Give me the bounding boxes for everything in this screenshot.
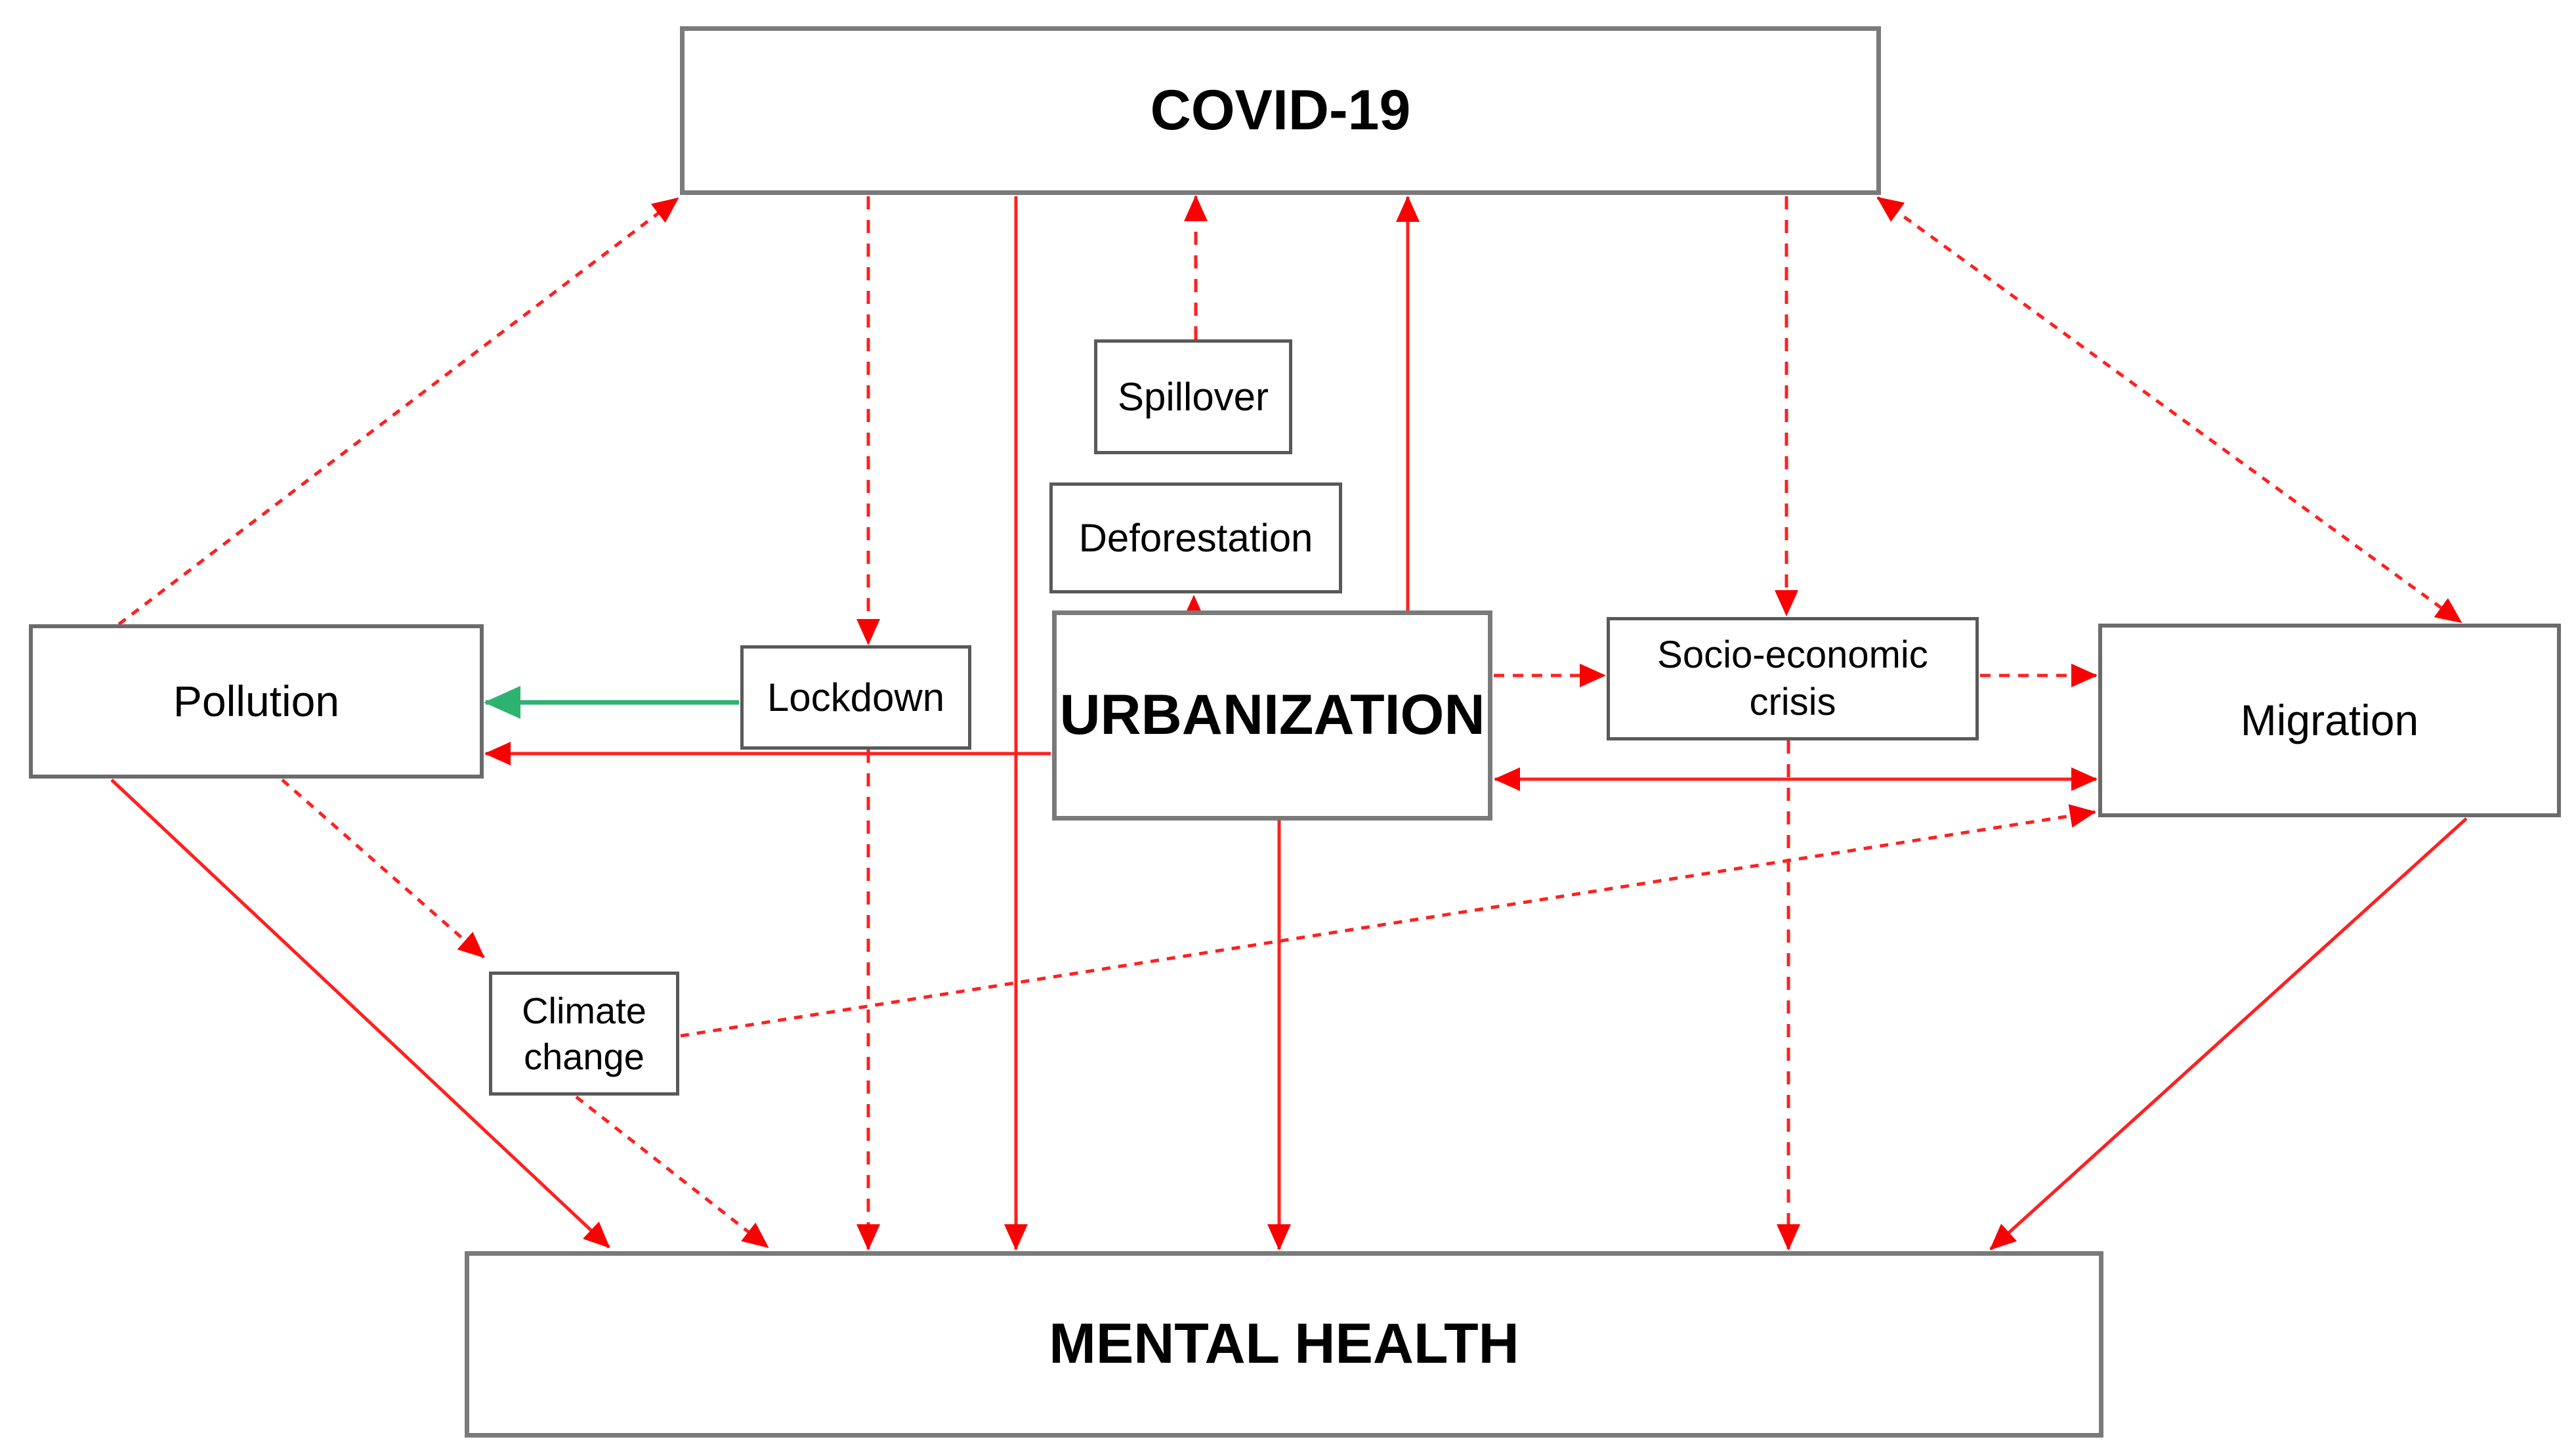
node-deforestation: Deforestation — [1049, 482, 1342, 593]
node-pollution-label: Pollution — [173, 677, 340, 726]
node-climate-change-label: Climate change — [522, 989, 646, 1077]
edge-climate-migration — [680, 804, 2096, 1038]
node-migration: Migration — [2098, 624, 2561, 817]
node-lockdown-label: Lockdown — [767, 675, 945, 719]
node-deforestation-label: Deforestation — [1078, 516, 1313, 560]
node-migration-label: Migration — [2240, 696, 2419, 745]
node-spillover: Spillover — [1094, 339, 1292, 454]
edge-covid-migration — [1876, 196, 2462, 624]
node-climate-change: Climate change — [489, 972, 679, 1096]
edge-migration-mental — [1989, 817, 2468, 1251]
edge-pollution-mental — [110, 779, 610, 1249]
node-pollution: Pollution — [29, 624, 484, 779]
node-urbanization: URBANIZATION — [1052, 610, 1492, 821]
node-lockdown: Lockdown — [740, 645, 971, 750]
node-covid-19-label: COVID-19 — [1150, 78, 1411, 142]
node-covid-19: COVID-19 — [680, 26, 1881, 195]
node-mental-health: MENTAL HEALTH — [465, 1251, 2103, 1438]
edge-climate-mental — [575, 1096, 769, 1249]
edge-pollution-covid — [117, 197, 679, 626]
node-urbanization-label: URBANIZATION — [1059, 683, 1485, 747]
node-mental-health-label: MENTAL HEALTH — [1049, 1312, 1519, 1376]
edge-pollution-climate — [281, 779, 485, 958]
node-socio-economic-crisis: Socio-economic crisis — [1607, 617, 1979, 740]
node-socio-economic-crisis-label: Socio-economic crisis — [1657, 633, 1928, 724]
node-spillover-label: Spillover — [1117, 375, 1269, 419]
